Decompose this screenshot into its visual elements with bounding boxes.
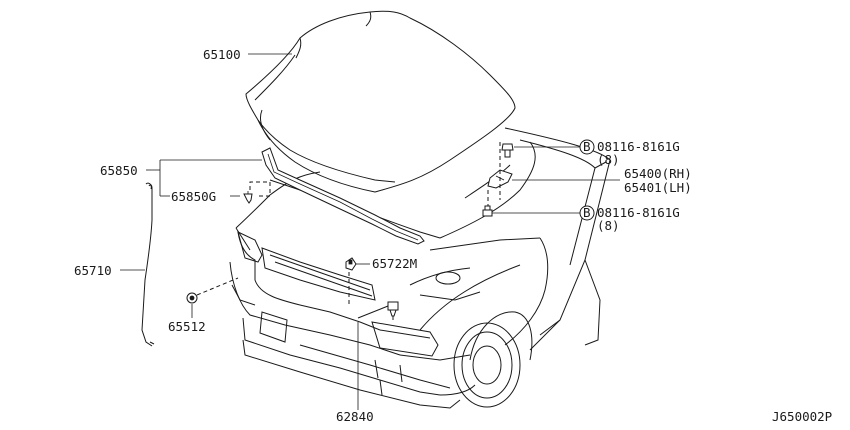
label-bolt-top: 08116-8161G [597, 139, 680, 154]
label-bolt-bottom-qty: (8) [597, 218, 620, 233]
bolt-marker-bottom-label: B [583, 205, 591, 220]
label-hood-lock: 62840 [336, 409, 374, 424]
bolt-marker-top: B [579, 139, 595, 155]
label-hinge-lh: 65401(LH) [624, 180, 692, 195]
car-body [229, 127, 611, 409]
bolt-marker-bottom: B [579, 205, 595, 221]
label-bolt-top-qty: (8) [597, 152, 620, 167]
label-hinge-rh: 65400(RH) [624, 166, 692, 181]
label-hood: 65100 [203, 47, 241, 62]
hood-seal [261, 147, 425, 245]
hood-support-rod [141, 182, 155, 347]
label-seal: 65850 [100, 163, 138, 178]
label-rod-holder: 65512 [168, 319, 206, 334]
label-release-cable-clip: 65722M [372, 256, 417, 271]
hood-lock [357, 301, 399, 319]
leader-lines [120, 53, 620, 410]
label-bolt-bottom: 08116-8161G [597, 205, 680, 220]
label-support-rod: 65710 [74, 263, 112, 278]
release-cable-clip [345, 257, 357, 271]
hood-seal-clip [243, 191, 253, 204]
diagram-code: J650002P [772, 409, 832, 424]
label-seal-clip: 65850G [171, 189, 216, 204]
rod-holder [186, 292, 198, 304]
bolt-marker-top-label: B [583, 139, 591, 154]
hood-hinge-assembly [482, 142, 514, 217]
